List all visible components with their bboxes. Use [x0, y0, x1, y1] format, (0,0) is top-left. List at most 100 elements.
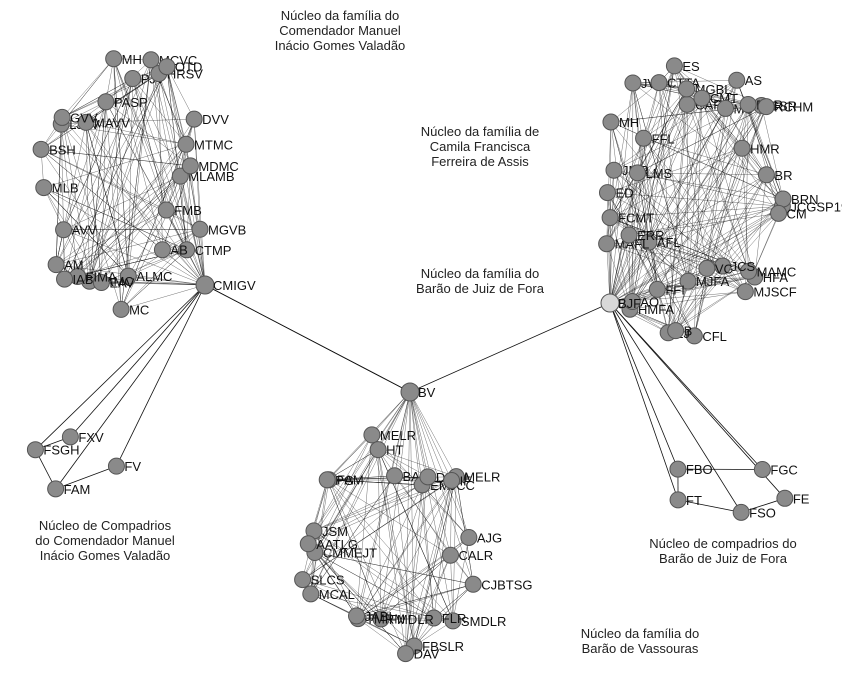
- node-cm[interactable]: CM: [771, 205, 807, 221]
- node-as[interactable]: AS: [729, 72, 763, 88]
- node-label: JABI: [365, 609, 392, 624]
- node-label: MDMC: [198, 159, 238, 174]
- node-otd[interactable]: OTD: [159, 59, 202, 75]
- node-label: CFL: [702, 329, 727, 344]
- node-cfl[interactable]: CFL: [686, 328, 727, 344]
- node-fam[interactable]: FAM: [48, 481, 91, 497]
- node-label: MGVB: [208, 222, 246, 237]
- node-mtmc[interactable]: MTMC: [178, 136, 233, 152]
- node-circle: [48, 481, 64, 497]
- node-rchm[interactable]: RCHM: [758, 99, 813, 115]
- node-label: MAVV: [94, 115, 130, 130]
- node-ab[interactable]: AB: [154, 242, 187, 258]
- dense-edge-line: [378, 450, 381, 619]
- node-fcmt[interactable]: FCMT: [602, 210, 654, 226]
- node-ajg[interactable]: AJG: [461, 529, 502, 545]
- node-label: FLR: [442, 611, 467, 626]
- node-mgvb[interactable]: MGVB: [192, 221, 246, 237]
- node-label: ED: [615, 186, 633, 201]
- node-mdmc[interactable]: MDMC: [182, 158, 238, 174]
- node-mh[interactable]: MH: [106, 51, 142, 67]
- node-mcal[interactable]: MCAL: [303, 586, 355, 602]
- node-fso[interactable]: FSO: [733, 504, 776, 520]
- node-circle: [734, 140, 750, 156]
- node-b[interactable]: B: [668, 323, 693, 339]
- node-label: BJF: [618, 296, 641, 311]
- edge-line: [410, 303, 610, 392]
- node-brn[interactable]: BRN: [775, 191, 818, 207]
- node-circle: [758, 99, 774, 115]
- node-fxv[interactable]: FXV: [62, 429, 104, 445]
- node-ffl[interactable]: FFL: [636, 130, 675, 146]
- node-fbo[interactable]: FBO: [670, 461, 713, 477]
- node-slcs[interactable]: SLCS: [295, 572, 345, 588]
- node-jabi[interactable]: JABI: [349, 608, 392, 624]
- node-label: MJFA: [696, 274, 730, 289]
- node-fe[interactable]: FE: [777, 490, 810, 506]
- node-aatlg[interactable]: AATLG: [300, 536, 358, 552]
- node-bsh[interactable]: BSH: [33, 141, 76, 157]
- node-label: FMB: [174, 203, 201, 218]
- node-label: MAMC: [757, 264, 797, 279]
- node-label: CJBTSG: [481, 577, 532, 592]
- node-gvv[interactable]: GVV: [54, 109, 98, 125]
- node-dav[interactable]: DAV: [398, 646, 440, 662]
- node-mc[interactable]: MC: [113, 301, 149, 317]
- node-circle: [154, 242, 170, 258]
- dense-edge-line: [410, 392, 452, 481]
- node-cmigv[interactable]: CMIGV: [196, 276, 256, 294]
- node-label: HT: [386, 443, 403, 458]
- node-ed[interactable]: ED: [599, 185, 633, 201]
- node-label: PASP: [114, 95, 148, 110]
- node-am[interactable]: AM: [48, 257, 83, 273]
- node-fv[interactable]: FV: [108, 458, 141, 474]
- node-ft[interactable]: FT: [670, 492, 702, 508]
- node-calr[interactable]: CALR: [443, 547, 494, 563]
- node-es[interactable]: ES: [666, 58, 700, 74]
- node-bv[interactable]: BV: [401, 383, 436, 401]
- node-melr[interactable]: MELR: [364, 427, 416, 443]
- node-lms[interactable]: LMS: [629, 165, 672, 181]
- node-circle: [186, 111, 202, 127]
- node-mlb[interactable]: MLB: [36, 180, 79, 196]
- node-label: FT: [686, 493, 702, 508]
- node-label: PG: [335, 473, 354, 488]
- node-circle: [401, 383, 419, 401]
- node-circle: [601, 294, 619, 312]
- node-label: MJSCF: [753, 285, 796, 300]
- node-circle: [679, 96, 695, 112]
- node-circle: [670, 461, 686, 477]
- node-circle: [98, 94, 114, 110]
- node-label: CALR: [459, 548, 494, 563]
- node-mjfa[interactable]: MJFA: [680, 273, 730, 289]
- node-mjscf[interactable]: MJSCF: [737, 284, 796, 300]
- node-dvv[interactable]: DVV: [186, 111, 229, 127]
- node-fgc[interactable]: FGC: [754, 461, 797, 477]
- node-label: MH: [122, 52, 142, 67]
- node-label: MLB: [52, 181, 79, 196]
- node-circle: [364, 427, 380, 443]
- node-circle: [182, 158, 198, 174]
- node-fmb[interactable]: FMB: [158, 202, 201, 218]
- node-pg[interactable]: PG: [319, 472, 354, 488]
- node-label: SMDLR: [461, 614, 507, 629]
- node-circle: [113, 301, 129, 317]
- node-cjbtsg[interactable]: CJBTSG: [465, 576, 532, 592]
- node-br[interactable]: BR: [758, 167, 792, 183]
- node-avv[interactable]: AVV: [56, 222, 97, 238]
- node-circle: [158, 202, 174, 218]
- node-hmr[interactable]: HMR: [734, 140, 780, 156]
- node-err[interactable]: ERR: [621, 227, 664, 243]
- node-mh[interactable]: MH: [603, 114, 639, 130]
- node-if[interactable]: IF: [444, 473, 472, 489]
- node-ht[interactable]: HT: [370, 442, 403, 458]
- node-label: HMR: [750, 141, 780, 156]
- node-circle: [651, 75, 667, 91]
- node-label: LMS: [645, 166, 672, 181]
- node-label: FE: [793, 491, 810, 506]
- node-pasp[interactable]: PASP: [98, 94, 148, 110]
- node-iab[interactable]: IAB: [57, 271, 94, 287]
- node-bjf[interactable]: BJF: [601, 294, 641, 312]
